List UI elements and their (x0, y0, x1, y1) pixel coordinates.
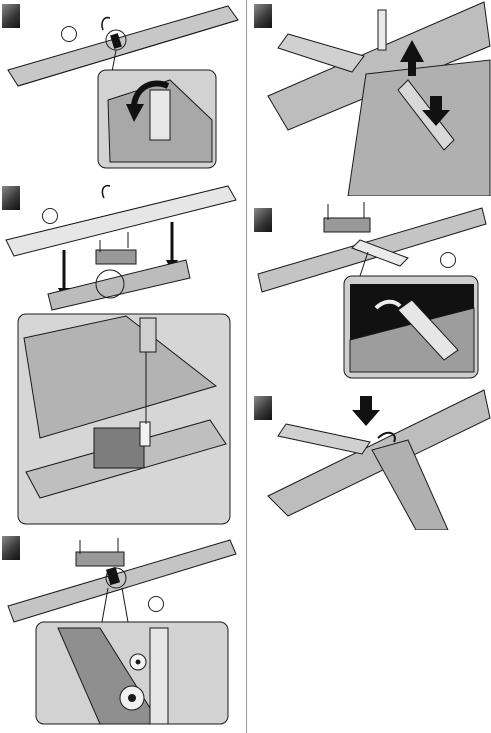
step-3-callout (148, 596, 164, 612)
step-5-callout (440, 252, 456, 268)
step-6-panel (248, 388, 491, 530)
step-4-panel (248, 0, 491, 196)
cable-icon-2 (102, 186, 110, 198)
step-2-callout (42, 208, 58, 224)
vertical-divider (246, 0, 247, 733)
step-1-panel (0, 0, 245, 178)
step-2-panel (0, 182, 245, 528)
stand-bar (6, 186, 236, 256)
step-1-callout (61, 26, 77, 42)
cable-icon (102, 18, 110, 30)
step-5-panel (248, 200, 491, 386)
down-arrow-icon-6 (352, 396, 380, 426)
base-plate (48, 260, 190, 310)
step-3-panel (0, 530, 245, 730)
